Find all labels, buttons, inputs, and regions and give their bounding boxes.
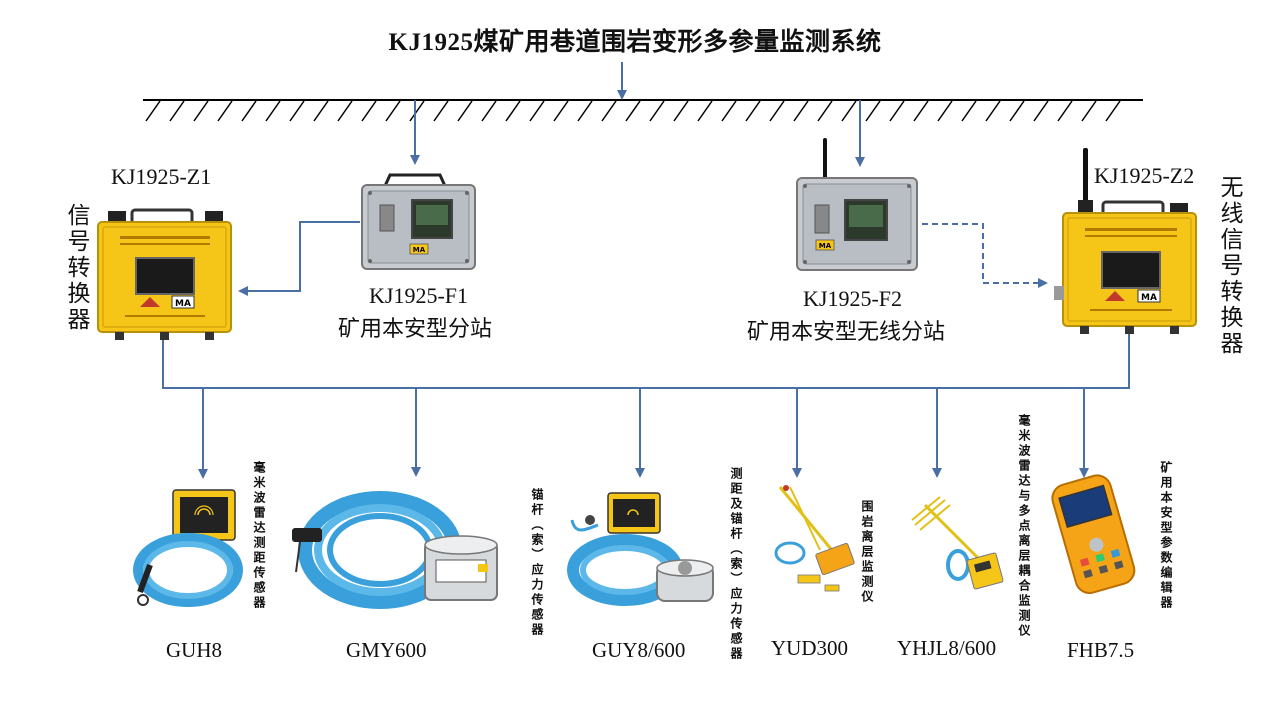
- ground-hatch-line: [337, 100, 353, 122]
- sensor-desc: 毫米波雷达与多点离层耦合监测仪: [1017, 414, 1031, 639]
- z2-ma-badge: MA: [1141, 293, 1157, 303]
- ground-hatch-line: [721, 100, 737, 122]
- ground-hatch-line: [649, 100, 665, 122]
- ground-hatch-line: [553, 100, 569, 122]
- sensor-yud300-device: [774, 485, 855, 592]
- substation-f1-model: KJ1925-F1: [369, 283, 469, 308]
- substation-f2-device: MA: [796, 138, 918, 271]
- ground-hatch-line: [889, 100, 905, 122]
- converter-z2-desc: 无线信号转换器: [1216, 175, 1242, 357]
- ground-hatch-line: [1057, 100, 1073, 122]
- ground-hatch-line: [985, 100, 1001, 122]
- ground-hatch-line: [1009, 100, 1025, 122]
- sensor-desc: 矿用本安型参数编辑器: [1159, 461, 1173, 611]
- sensor-fhb7-5-device: [1051, 474, 1136, 595]
- ground-hatch-line: [961, 100, 977, 122]
- converter-z1-model: KJ1925-Z1: [111, 164, 212, 189]
- ground-hatch-line: [265, 100, 281, 122]
- ground-hatch-line: [817, 100, 833, 122]
- converter-z2-device: MA: [1054, 148, 1197, 334]
- converter-z1-desc: 信号转换器: [63, 203, 89, 333]
- sensor-bus: [162, 330, 1130, 389]
- ground-hatch-line: [529, 100, 545, 122]
- sensor-model: GUH8: [166, 638, 222, 662]
- ground-hatch-line: [289, 100, 305, 122]
- ground-hatch-line: [457, 100, 473, 122]
- ground-hatch-line: [745, 100, 761, 122]
- f2-ma-badge: MA: [819, 242, 832, 250]
- ground-hatch-line: [145, 100, 161, 122]
- converter-z2-model: KJ1925-Z2: [1094, 163, 1195, 188]
- ground-hatch-line: [169, 100, 185, 122]
- ground-hatch-line: [481, 100, 497, 122]
- ground-hatch-line: [577, 100, 593, 122]
- ground-hatch-line: [409, 100, 425, 122]
- ground-hatch-line: [241, 100, 257, 122]
- f1-ma-badge: MA: [413, 246, 426, 254]
- link-f1-z1: [238, 221, 360, 296]
- sensor-desc: 围岩离层监测仪: [860, 500, 874, 605]
- ground-hatch-line: [361, 100, 377, 122]
- sensor-desc: 锚杆（索）应力传感器: [530, 488, 544, 638]
- sensor-gmy600-device: [292, 491, 498, 609]
- ground-hatch-line: [433, 100, 449, 122]
- sensor-model: GMY600: [346, 638, 427, 662]
- ground-hatch-line: [505, 100, 521, 122]
- ground-hatch-line: [769, 100, 785, 122]
- ground-hatch-line: [217, 100, 233, 122]
- sensor-desc: 测距及锚杆（索）应力传感器: [729, 467, 743, 662]
- substation-f2-model: KJ1925-F2: [803, 286, 903, 311]
- link-f2-z2: [922, 223, 1048, 288]
- sensor-model: FHB7.5: [1067, 638, 1135, 662]
- sensor-model: YUD300: [771, 636, 848, 660]
- ground-hatch-line: [193, 100, 209, 122]
- ground-hatch-line: [625, 100, 641, 122]
- sensor-model: YHJL8/600: [897, 636, 997, 660]
- sensor-guy8-600-device: [567, 492, 714, 606]
- ground-surface: [143, 99, 1143, 122]
- ground-hatch-line: [793, 100, 809, 122]
- converter-z1-device: MA: [97, 208, 232, 340]
- ground-hatch-line: [1033, 100, 1049, 122]
- diagram-title: KJ1925煤矿用巷道围岩变形多参量监测系统: [388, 29, 882, 56]
- ground-hatch-line: [385, 100, 401, 122]
- ground-hatch-line: [697, 100, 713, 122]
- ground-hatch-line: [865, 100, 881, 122]
- ground-hatch-line: [673, 100, 689, 122]
- ground-hatch-line: [601, 100, 617, 122]
- ground-hatch-line: [841, 100, 857, 122]
- z1-ma-badge: MA: [175, 299, 191, 309]
- ground-hatch-line: [1105, 100, 1121, 122]
- sensor-guh8-device: [133, 489, 243, 607]
- sensor-model: GUY8/600: [592, 638, 686, 662]
- sensor-desc: 毫米波雷达测距传感器: [252, 461, 266, 611]
- ground-hatch-line: [1081, 100, 1097, 122]
- substation-f2-desc: 矿用本安型无线分站: [747, 320, 946, 345]
- ground-hatch-line: [913, 100, 929, 122]
- substation-f1-device: MA: [361, 173, 476, 270]
- substation-f1-desc: 矿用本安型分站: [338, 317, 493, 342]
- sensor-yhjl8-600-device: [911, 496, 1004, 590]
- ground-hatch-line: [937, 100, 953, 122]
- ground-hatch-line: [313, 100, 329, 122]
